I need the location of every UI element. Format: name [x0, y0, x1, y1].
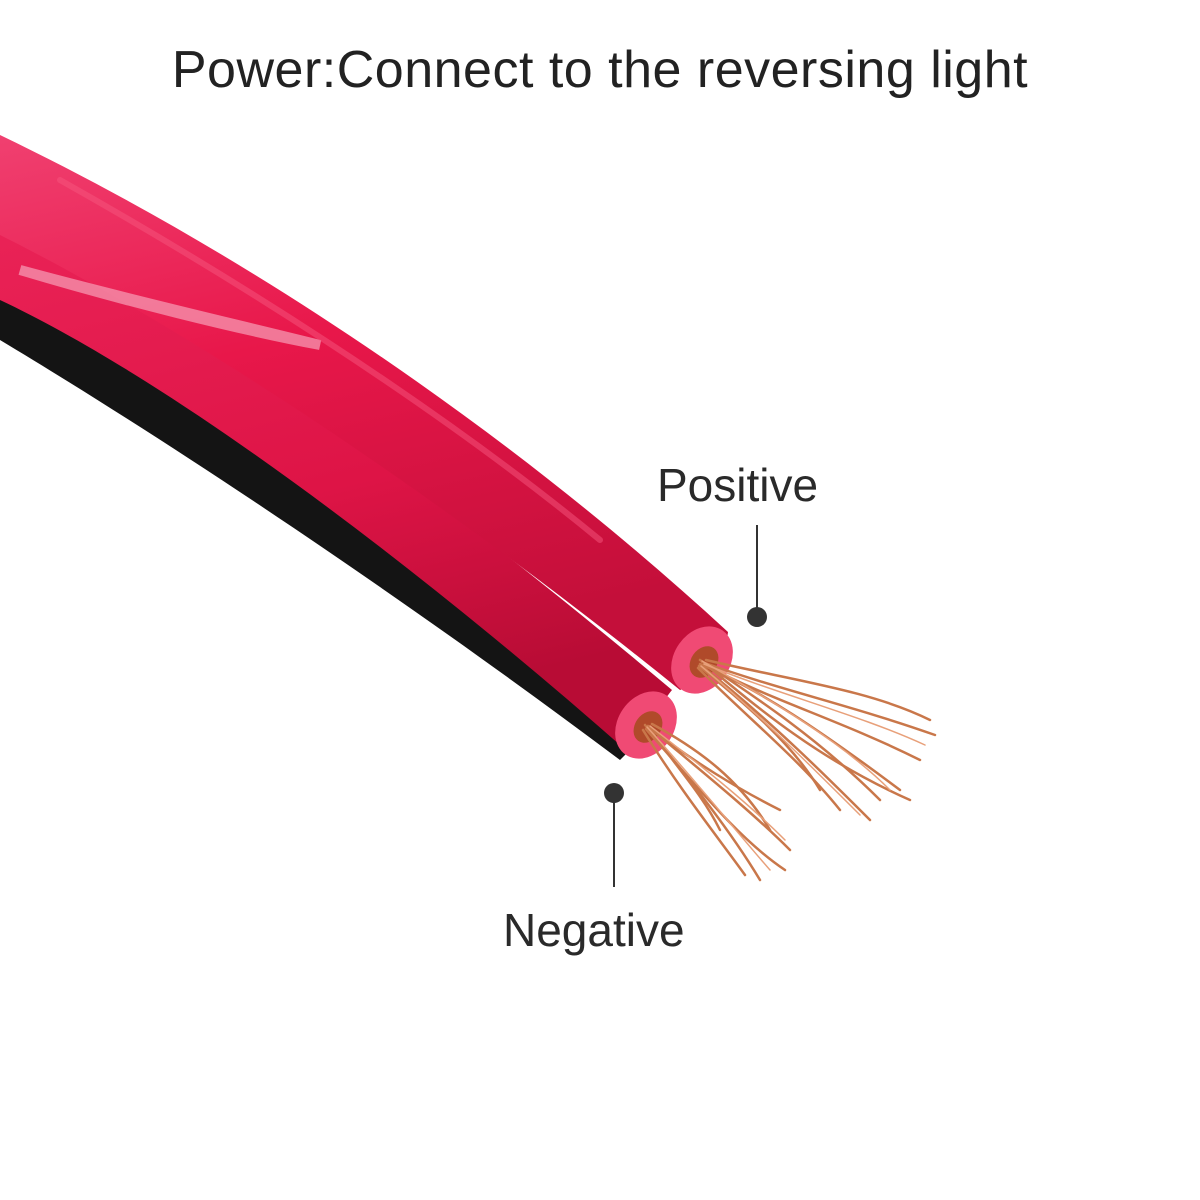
red-wire-lower	[0, 215, 672, 752]
negative-callout-dot	[604, 783, 624, 803]
positive-label: Positive	[657, 459, 819, 511]
wire-highlight	[18, 265, 322, 350]
negative-label: Negative	[503, 904, 685, 956]
wire-highlight-2	[57, 177, 603, 543]
positive-callout-dot	[747, 607, 767, 627]
positive-copper-highlights	[700, 660, 926, 816]
negative-copper-highlights	[646, 725, 786, 871]
red-wire-upper	[0, 135, 728, 690]
black-wire	[0, 290, 640, 760]
page-title: Power:Connect to the reversing light	[171, 41, 1029, 99]
positive-copper-strands	[696, 658, 937, 822]
